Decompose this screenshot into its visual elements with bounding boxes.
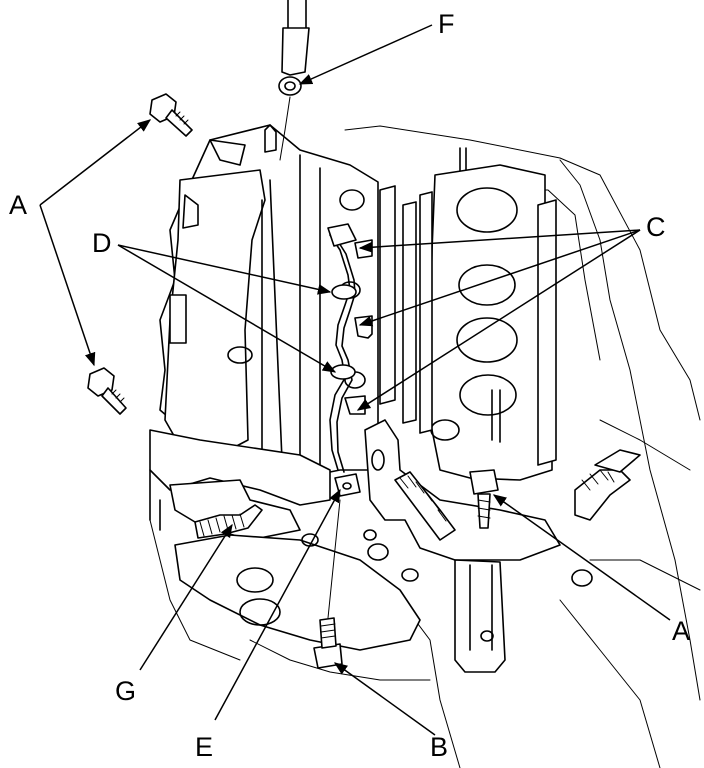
callout-d: D xyxy=(92,228,112,258)
bolt-b xyxy=(313,499,343,669)
ground-cable xyxy=(194,504,263,539)
engine-mount-bracket xyxy=(364,419,593,673)
callout-a-right: A xyxy=(672,616,690,646)
harness-d xyxy=(327,223,357,473)
injector-rails xyxy=(379,185,433,434)
callout-b: B xyxy=(430,732,448,762)
callout-g: G xyxy=(115,676,136,706)
timing-cover xyxy=(174,529,421,651)
leader-lines xyxy=(39,24,671,736)
cylinder-head xyxy=(159,124,379,479)
callout-e: E xyxy=(195,732,213,762)
bolt-a-lower xyxy=(87,367,127,415)
callout-a-left: A xyxy=(9,190,27,220)
callout-c: C xyxy=(646,212,666,242)
wire-harness-loom xyxy=(394,449,641,541)
bolt-a-upper xyxy=(149,93,193,137)
callout-f: F xyxy=(438,9,455,39)
sensor-f-part xyxy=(278,0,310,161)
intake-manifold-flange xyxy=(429,164,557,481)
bolt-a-right xyxy=(469,469,499,529)
